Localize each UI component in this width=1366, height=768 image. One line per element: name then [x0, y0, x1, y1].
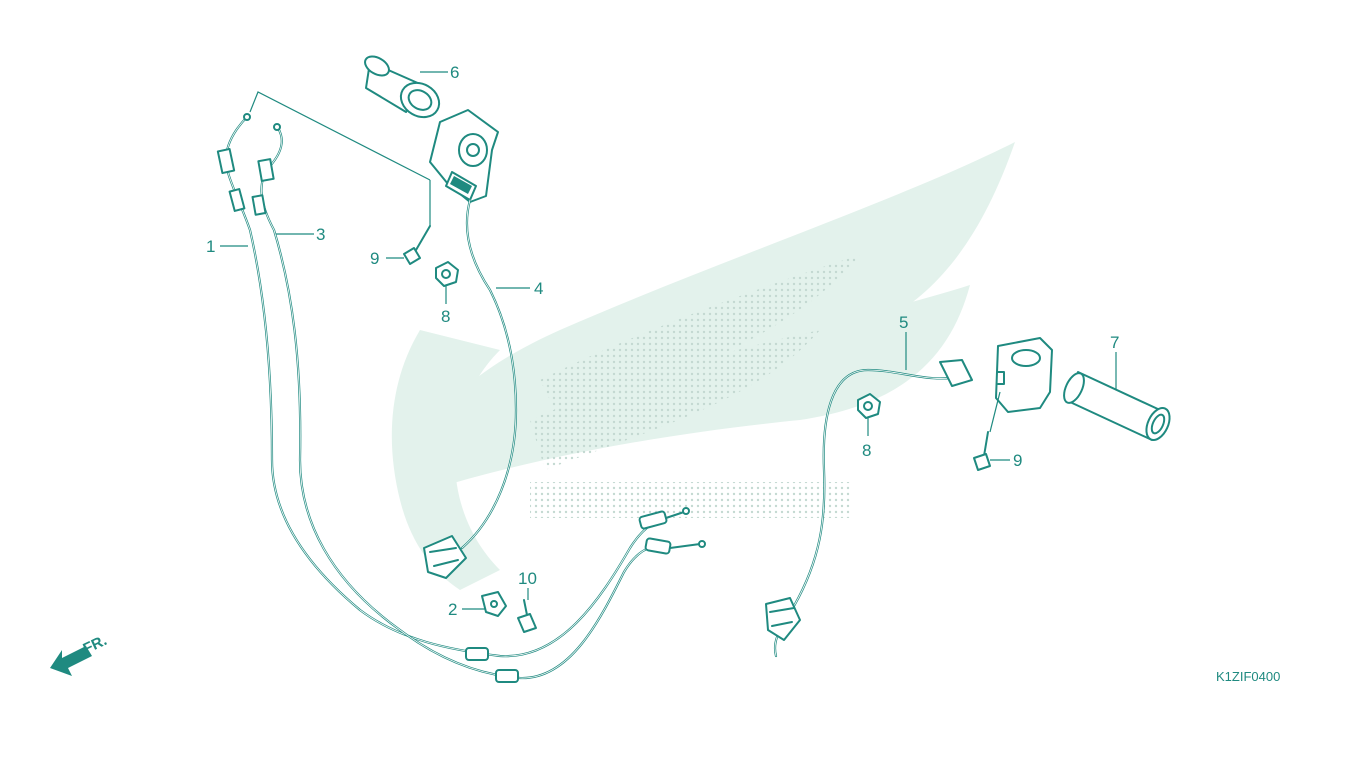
nut-part-8-left[interactable] — [435, 261, 459, 287]
callout-9-right: 9 — [1013, 451, 1022, 470]
throttle-cable-part-1[interactable] — [216, 113, 690, 661]
callout-3: 3 — [316, 225, 325, 244]
direction-label: FR. — [81, 632, 110, 658]
throttle-grip-part-6[interactable] — [362, 53, 446, 124]
callout-6: 6 — [450, 63, 459, 82]
left-switch-harness-part-4[interactable] — [423, 198, 518, 579]
diagram-code: K1ZIF0400 — [1216, 669, 1280, 684]
front-direction-arrow: FR. — [50, 632, 110, 676]
callout-1: 1 — [206, 237, 215, 256]
cable-clamp-part-2[interactable] — [481, 591, 507, 617]
honda-wing-watermark — [391, 142, 1015, 590]
callout-4: 4 — [534, 279, 543, 298]
throttle-housing[interactable] — [429, 109, 499, 203]
arrow-left-icon — [50, 646, 92, 676]
throttle-cable-part-3[interactable] — [251, 123, 706, 683]
callout-2: 2 — [448, 600, 457, 619]
screw-part-10[interactable] — [517, 599, 537, 633]
screw-part-9-left[interactable] — [403, 225, 431, 265]
handle-grip-part-7[interactable] — [1060, 370, 1174, 444]
screw-part-9-right[interactable] — [973, 431, 991, 471]
callout-8-right: 8 — [862, 441, 871, 460]
nut-part-8-right[interactable] — [857, 393, 881, 419]
callout-5: 5 — [899, 313, 908, 332]
callout-10: 10 — [518, 569, 537, 588]
callout-9-left: 9 — [370, 249, 379, 268]
leader-lines — [220, 71, 1117, 610]
callout-7: 7 — [1110, 333, 1119, 352]
callout-labels: 6 1 3 4 5 7 8 8 9 9 2 10 — [206, 63, 1119, 619]
callout-8-left: 8 — [441, 307, 450, 326]
right-switch-housing[interactable] — [995, 337, 1053, 413]
right-switch-harness-part-5[interactable] — [765, 359, 973, 658]
